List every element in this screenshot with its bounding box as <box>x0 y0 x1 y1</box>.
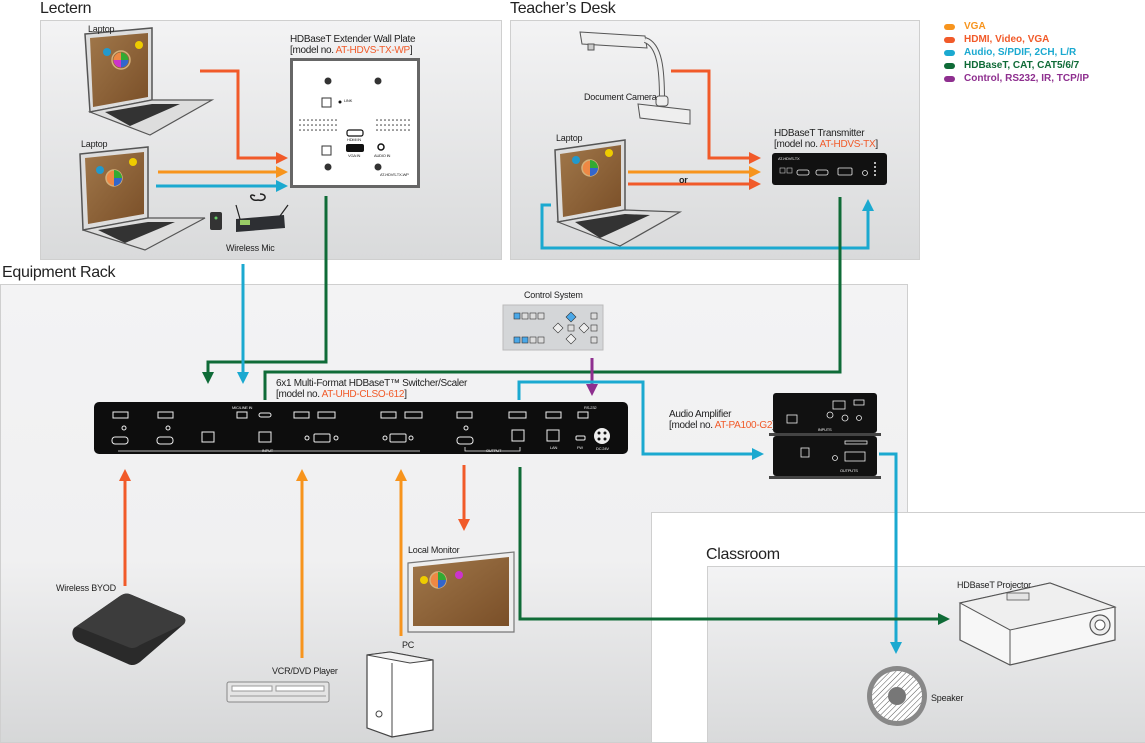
legend-swatch <box>944 75 955 82</box>
label-pc: PC <box>402 640 415 650</box>
wireless-byod-device <box>72 593 186 666</box>
legend: VGA HDMI, Video, VGA Audio, S/PDIF, 2CH,… <box>944 20 1089 85</box>
label-wireless-byod: Wireless BYOD <box>56 583 116 593</box>
switcher-model-line: [model no. AT-UHD-CLSO-612] <box>276 389 467 400</box>
zone-title-teachers-desk: Teacher’s Desk <box>510 0 616 17</box>
label-transmitter: HDBaseT Transmitter [model no. AT-HDVS-T… <box>774 128 878 150</box>
label-wireless-mic: Wireless Mic <box>226 243 275 253</box>
speaker-device <box>867 666 927 726</box>
local-monitor-device <box>407 551 515 633</box>
switcher-input-label: INPUT <box>262 448 274 453</box>
legend-swatch <box>944 36 955 43</box>
transmitter-name: HDBaseT Transmitter <box>774 128 865 139</box>
transmitter-model: AT-HDVS-TX <box>819 139 876 150</box>
legend-label: VGA <box>964 21 986 32</box>
transmitter-model-line: [model no. AT-HDVS-TX] <box>774 139 878 150</box>
wallplate-audio-label: AUDIO IN <box>374 153 391 158</box>
teacher-laptop <box>554 139 683 247</box>
vcr-dvd-device <box>226 681 330 703</box>
cable-audio-teacher-laptop <box>540 199 874 250</box>
legend-item-audio: Audio, S/PDIF, 2CH, L/R <box>944 46 1089 59</box>
amplifier-model-line: [model no. AT-PA100-G2] <box>669 420 775 431</box>
model-prefix: [model no. <box>774 139 820 150</box>
label-local-monitor: Local Monitor <box>408 545 460 555</box>
cable-hdmi-laptop1 <box>200 69 288 164</box>
wallplate-hdmi-label: HDMI IN <box>347 137 361 142</box>
legend-swatch <box>944 62 955 69</box>
legend-label: Audio, S/PDIF, 2CH, L/R <box>964 47 1077 58</box>
label-projector: HDBaseT Projector <box>957 580 1031 590</box>
tx-model-label: AT-HDVS-TX <box>778 156 800 161</box>
label-laptop-2: Laptop <box>81 139 108 149</box>
label-control-system: Control System <box>524 290 583 300</box>
label-laptop-1: Laptop <box>88 24 115 34</box>
legend-item-control: Control, RS232, IR, TCP/IP <box>944 72 1089 85</box>
cable-hdbaset-switcher-to-projector <box>518 467 950 625</box>
legend-item-vga: VGA <box>944 20 1089 33</box>
label-or: or <box>679 175 688 185</box>
switcher-mic-label: MIC/LINE IN <box>232 405 253 410</box>
pc-device <box>366 651 434 738</box>
model-suffix: ] <box>875 139 878 150</box>
model-suffix: ] <box>404 389 407 400</box>
laptop-1 <box>84 27 215 136</box>
legend-item-hdbaset: HDBaseT, CAT, CAT5/6/7 <box>944 59 1089 72</box>
wireless-mic <box>210 193 289 232</box>
legend-swatch <box>944 49 955 56</box>
switcher-lan-label: LAN <box>550 445 558 450</box>
switcher-fw-label: FW <box>577 445 583 450</box>
switcher-output-label: OUTPUT <box>486 448 502 453</box>
legend-label: HDMI, Video, VGA <box>964 34 1050 45</box>
model-suffix: ] <box>772 420 775 431</box>
model-prefix: [model no. <box>669 420 715 431</box>
model-suffix: ] <box>409 45 413 56</box>
wallplate-model-label: AT-HDVS-TX-WP <box>380 172 409 177</box>
zone-title-classroom: Classroom <box>706 546 780 563</box>
label-document-camera: Document Camera <box>584 92 657 102</box>
transmitter-device <box>772 153 887 185</box>
label-switcher: 6x1 Multi-Format HDBaseT™ Switcher/Scale… <box>276 378 467 400</box>
laptop-2 <box>79 146 206 251</box>
model-prefix: [model no. <box>290 45 336 56</box>
legend-label: Control, RS232, IR, TCP/IP <box>964 73 1090 84</box>
wallplate-vga-label: VGA IN <box>348 153 361 158</box>
legend-swatch <box>944 23 955 30</box>
wall-plate-device <box>290 58 420 188</box>
switcher-dc-label: DC 24V <box>596 446 609 451</box>
cable-hdmi-doc-camera <box>671 69 761 164</box>
amp-outputs-label: OUTPUTS <box>840 468 858 473</box>
amplifier-name: Audio Amplifier <box>669 409 732 420</box>
zone-title-lectern: Lectern <box>40 0 92 17</box>
wall-plate-model-line: [model no. AT-HDVS-TX-WP] <box>290 45 415 56</box>
legend-label: HDBaseT, CAT, CAT5/6/7 <box>964 60 1080 71</box>
label-teacher-laptop: Laptop <box>556 133 583 143</box>
switcher-model: AT-UHD-CLSO-612 <box>321 389 405 400</box>
legend-item-hdmi: HDMI, Video, VGA <box>944 33 1089 46</box>
wallplate-link-label: LINK <box>344 98 353 103</box>
switcher-rs232-label: RS-232 <box>584 405 597 410</box>
model-prefix: [model no. <box>276 389 322 400</box>
cable-audio-switcher-to-amp <box>517 380 764 460</box>
wall-plate-model: AT-HDVS-TX-WP <box>335 45 411 56</box>
document-camera <box>579 31 691 125</box>
amp-inputs-label: INPUTS <box>818 427 832 432</box>
projector-device <box>958 582 1117 666</box>
amplifier-device <box>769 393 881 479</box>
zone-title-equipment-rack: Equipment Rack <box>2 264 116 281</box>
label-wall-plate: HDBaseT Extender Wall Plate [model no. A… <box>290 34 416 56</box>
amplifier-model: AT-PA100-G2 <box>714 420 773 431</box>
cable-hdbaset-wallplate-to-switcher <box>202 196 328 384</box>
switcher-name: 6x1 Multi-Format HDBaseT™ Switcher/Scale… <box>276 378 468 389</box>
wall-plate-name: HDBaseT Extender Wall Plate <box>290 34 416 45</box>
cable-hdbaset-transmitter-to-switcher <box>263 197 842 400</box>
label-vcr-dvd: VCR/DVD Player <box>272 666 338 676</box>
cable-audio-amp-to-speaker <box>879 452 902 654</box>
label-speaker: Speaker <box>931 693 964 703</box>
label-amplifier: Audio Amplifier [model no. AT-PA100-G2] <box>669 409 775 431</box>
control-system-device <box>502 304 604 351</box>
switcher-device <box>94 402 628 454</box>
